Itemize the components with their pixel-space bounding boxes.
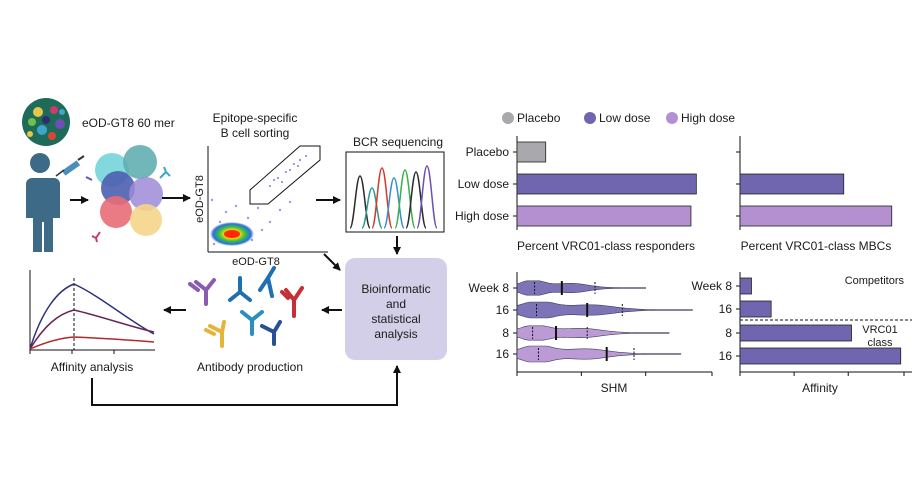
sorting-title-2: B cell sorting xyxy=(221,126,290,140)
chart3-violin xyxy=(516,280,646,296)
legend-swatch-high-dose xyxy=(666,112,678,124)
chart4-bar xyxy=(739,277,752,295)
arrow-affinity-feedback xyxy=(91,365,401,406)
chart4-category-label: 16 xyxy=(719,349,733,363)
chart4-bar xyxy=(739,300,772,318)
person-icon xyxy=(26,153,60,252)
mbcs-bar-chart: Percent VRC01-class MBCs xyxy=(736,136,893,253)
chart1-bar xyxy=(516,173,697,195)
nanoparticle-icon xyxy=(22,98,70,146)
antibodies-icon xyxy=(188,266,304,348)
chart3-category-label: 8 xyxy=(502,326,509,340)
syringe-icon xyxy=(55,155,85,177)
arrow-facs-to-analysis xyxy=(323,253,341,271)
legend-label-low-dose: Low dose xyxy=(599,111,651,125)
chart4-bar xyxy=(739,347,902,365)
chart3-category-label: Week 8 xyxy=(469,281,510,295)
chart1-bar xyxy=(516,141,547,163)
legend-label-high-dose: High dose xyxy=(681,111,735,125)
antibody-label: Antibody production xyxy=(197,360,303,374)
chart1-category-label: High dose xyxy=(455,209,509,223)
chart3-category-label: 16 xyxy=(496,303,510,317)
chart4-x-label: Affinity xyxy=(802,381,838,395)
legend-swatch-low-dose xyxy=(584,112,596,124)
chart4-competitors-label: Competitors xyxy=(845,275,905,287)
affinity-sensorgram xyxy=(29,270,155,354)
chart4-category-label: 8 xyxy=(725,326,732,340)
affinity-label: Affinity analysis xyxy=(51,360,133,374)
facs-y-label: eOD-GT8 xyxy=(194,175,206,223)
immunogen-label: eOD-GT8 60 mer xyxy=(82,116,175,130)
chart2-bar xyxy=(739,205,893,227)
chart1-category-label: Low dose xyxy=(458,177,510,191)
chart1-bar xyxy=(516,205,692,227)
analysis-line-1: Bioinformatic xyxy=(361,282,430,296)
analysis-line-3: statistical xyxy=(371,312,420,326)
analysis-line-4: analysis xyxy=(374,327,417,341)
chart2-x-label: Percent VRC01-class MBCs xyxy=(741,239,892,253)
chart4-category-label: 16 xyxy=(719,302,733,316)
chart2-bar xyxy=(739,173,845,195)
chart4-category-label: Week 8 xyxy=(692,279,733,293)
chart4-bar xyxy=(739,324,852,342)
chromatogram xyxy=(345,151,445,233)
chart1-category-label: Placebo xyxy=(466,145,510,159)
sequencing-label: BCR sequencing xyxy=(353,135,443,149)
analysis-box xyxy=(345,258,447,360)
chart3-violin xyxy=(516,325,670,341)
legend-swatch-placebo xyxy=(502,112,514,124)
sorting-title-1: Epitope-specific xyxy=(213,111,298,125)
legend: Placebo Low dose High dose xyxy=(502,111,735,125)
chart3-x-label: SHM xyxy=(601,381,628,395)
chart1-x-label: Percent VRC01-class responders xyxy=(517,239,695,253)
chart3-violin xyxy=(516,301,693,319)
facs-x-label: eOD-GT8 xyxy=(232,256,280,268)
chart4-class-label: class xyxy=(867,337,893,349)
b-cells-icon xyxy=(85,145,171,243)
analysis-line-2: and xyxy=(386,297,406,311)
chart3-violin xyxy=(516,345,682,363)
legend-label-placebo: Placebo xyxy=(517,111,561,125)
chart4-vrc01-label: VRC01 xyxy=(862,324,897,336)
chart3-category-label: 16 xyxy=(496,347,510,361)
facs-plot xyxy=(207,145,328,253)
